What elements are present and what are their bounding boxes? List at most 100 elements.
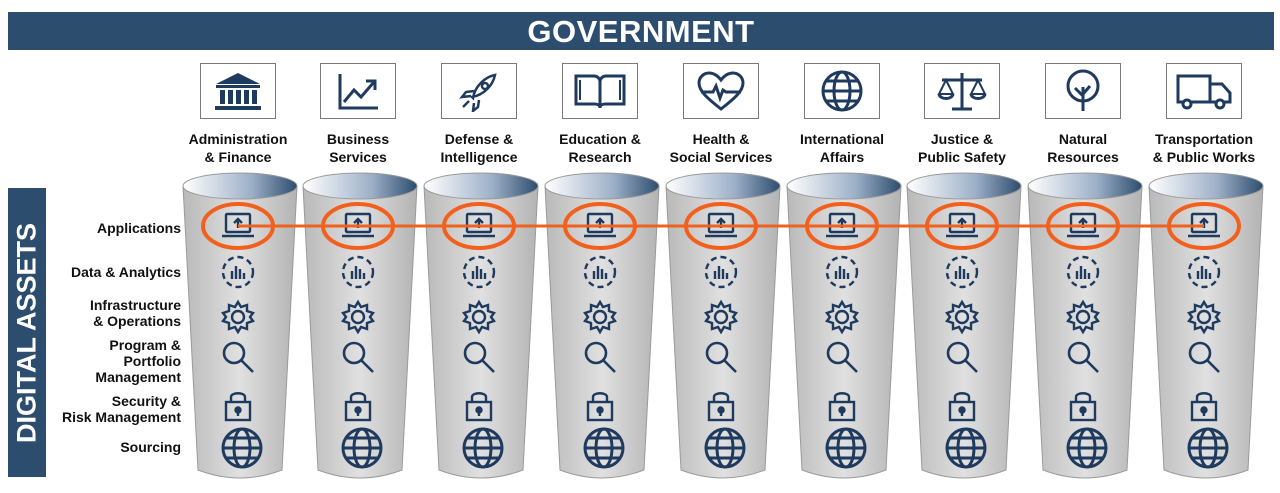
magnifier-icon [824, 339, 860, 375]
sector-cylinder [665, 172, 781, 479]
magnifier-icon [582, 339, 618, 375]
laptop-upload-icon [340, 208, 376, 244]
sector-label: Health & Social Services [669, 131, 773, 165]
row-label-sourcing: Sourcing [120, 439, 181, 455]
sector-cylinder [544, 172, 660, 479]
padlock-icon [582, 387, 618, 423]
applications-highlight-ring [925, 202, 999, 250]
padlock-icon [461, 387, 497, 423]
gear-icon [944, 299, 980, 335]
laptop-upload-icon [220, 208, 256, 244]
sector-label: Business Services [326, 131, 390, 165]
padlock-icon [944, 387, 980, 423]
sector-column: Health & Social Services [663, 0, 783, 493]
globe-icon [703, 426, 746, 469]
analytics-icon [1186, 254, 1222, 290]
analytics-icon [340, 254, 376, 290]
globe-icon [220, 426, 263, 469]
sector-column: Transportation & Public Works [1146, 0, 1266, 493]
heart-pulse-icon [683, 63, 759, 119]
sector-cylinder [786, 172, 902, 479]
sector-label: Justice & Public Safety [918, 131, 1006, 165]
sector-cylinder [182, 172, 298, 479]
applications-highlight-ring [1046, 202, 1120, 250]
gear-icon [340, 299, 376, 335]
magnifier-icon [220, 339, 256, 375]
sector-column: Natural Resources [1025, 0, 1145, 493]
sector-label: International Affairs [799, 131, 884, 165]
bank-icon [200, 63, 276, 119]
sector-label: Education & Research [559, 131, 641, 165]
magnifier-icon [461, 339, 497, 375]
applications-highlight-ring [442, 202, 516, 250]
globe-icon [824, 426, 867, 469]
government-banner: GOVERNMENT [8, 12, 1274, 50]
globe-icon [804, 63, 880, 119]
sector-column: Defense & Intelligence [421, 0, 541, 493]
sector-label: Defense & Intelligence [440, 131, 518, 165]
analytics-icon [1065, 254, 1101, 290]
padlock-icon [824, 387, 860, 423]
analytics-icon [582, 254, 618, 290]
laptop-upload-icon [944, 208, 980, 244]
padlock-icon [1186, 387, 1222, 423]
applications-highlight-ring [201, 202, 275, 250]
magnifier-icon [1186, 339, 1222, 375]
digital-assets-sidebar: DIGITAL ASSETS [8, 188, 46, 477]
gear-icon [582, 299, 618, 335]
applications-highlight-ring [1167, 202, 1241, 250]
sector-label: Administration & Finance [188, 131, 288, 165]
globe-icon [461, 426, 504, 469]
sector-cylinder [1148, 172, 1264, 479]
sector-column: Business Services [300, 0, 420, 493]
row-label-security-risk: Security & Risk Management [61, 393, 181, 425]
globe-icon [340, 426, 383, 469]
sector-column: Administration & Finance [180, 0, 300, 493]
gear-icon [703, 299, 739, 335]
magnifier-icon [944, 339, 980, 375]
globe-icon [944, 426, 987, 469]
applications-highlight-ring [563, 202, 637, 250]
globe-icon [1186, 426, 1229, 469]
gear-icon [1065, 299, 1101, 335]
sector-column: Education & Research [542, 0, 662, 493]
sector-cylinder [906, 172, 1022, 479]
analytics-icon [220, 254, 256, 290]
applications-highlight-ring [805, 202, 879, 250]
sector-label: Transportation & Public Works [1152, 131, 1256, 165]
padlock-icon [1065, 387, 1101, 423]
sector-cylinder [302, 172, 418, 479]
sector-cylinder [423, 172, 539, 479]
applications-highlight-ring [321, 202, 395, 250]
gear-icon [1186, 299, 1222, 335]
tree-icon [1045, 63, 1121, 119]
row-label-infrastructure: Infrastructure & Operations [89, 297, 181, 329]
magnifier-icon [1065, 339, 1101, 375]
globe-icon [1065, 426, 1108, 469]
sector-column: Justice & Public Safety [904, 0, 1024, 493]
padlock-icon [220, 387, 256, 423]
scales-icon [924, 63, 1000, 119]
gear-icon [824, 299, 860, 335]
gear-icon [220, 299, 256, 335]
sector-label: Natural Resources [1047, 131, 1119, 165]
magnifier-icon [703, 339, 739, 375]
analytics-icon [461, 254, 497, 290]
row-label-applications: Applications [96, 220, 181, 236]
growth-chart-icon [320, 63, 396, 119]
applications-highlight-ring [684, 202, 758, 250]
magnifier-icon [340, 339, 376, 375]
rocket-icon [441, 63, 517, 119]
padlock-icon [703, 387, 739, 423]
row-label-program-portfolio: Program & Portfolio Management [95, 337, 181, 385]
gear-icon [461, 299, 497, 335]
analytics-icon [944, 254, 980, 290]
analytics-icon [824, 254, 860, 290]
padlock-icon [340, 387, 376, 423]
row-label-data-analytics: Data & Analytics [71, 264, 181, 280]
book-icon [562, 63, 638, 119]
truck-icon [1166, 63, 1242, 119]
sector-cylinder [1027, 172, 1143, 479]
banner-title: GOVERNMENT [527, 14, 755, 49]
